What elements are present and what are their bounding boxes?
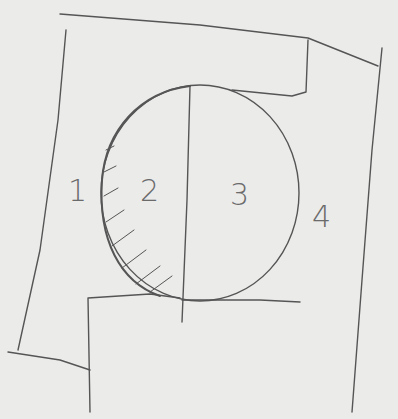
divider-line (182, 86, 190, 322)
region-number: 1 (68, 176, 87, 206)
notch-outline (232, 40, 308, 96)
outer-outline (8, 352, 90, 370)
outer-outline (352, 48, 382, 412)
region-number: 2 (140, 176, 159, 206)
circle-outline (101, 85, 299, 301)
notch-outline (88, 294, 180, 412)
circle-outline (102, 86, 190, 296)
region-number: 3 (230, 180, 249, 210)
outer-outline (60, 14, 378, 66)
outer-outline (18, 30, 66, 350)
hatching (104, 146, 172, 292)
region-number: 4 (312, 202, 331, 232)
